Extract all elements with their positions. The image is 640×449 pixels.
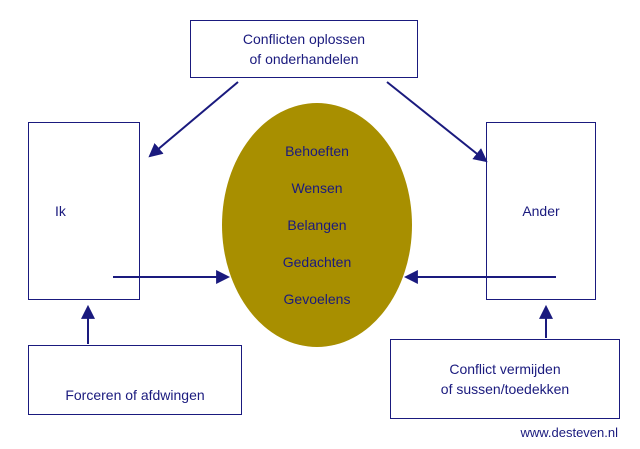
ander-box: Ander [486, 122, 596, 300]
top-box: Conflicten oplossen of onderhandelen [190, 20, 418, 78]
ellipse-item-belangen: Belangen [287, 217, 347, 233]
arrow-top-to-ik [148, 81, 239, 158]
footer-website: www.desteven.nl [520, 425, 618, 440]
center-ellipse: Behoeften Wensen Belangen Gedachten Gevo… [222, 103, 412, 347]
arrow-top-to-ander [386, 81, 488, 163]
ellipse-item-gedachten: Gedachten [282, 254, 352, 270]
bottom-left-box-label: Forceren of afdwingen [65, 386, 205, 403]
bottom-right-box: Conflict vermijden of sussen/toedekken [390, 339, 620, 419]
ellipse-item-gevoelens: Gevoelens [283, 291, 351, 307]
ellipse-item-behoeften: Behoeften [285, 143, 349, 159]
ik-box: Ik [28, 122, 140, 300]
bottom-right-box-line2: of sussen/toedekken [440, 381, 570, 397]
ander-box-label: Ander [522, 202, 560, 219]
bottom-right-box-line1: Conflict vermijden [449, 360, 561, 377]
ik-box-label: Ik [55, 202, 66, 219]
top-box-line2: of onderhandelen [249, 51, 359, 67]
bottom-left-box: Forceren of afdwingen [28, 345, 242, 415]
ellipse-item-wensen: Wensen [291, 180, 343, 196]
top-box-line1: Conflicten oplossen [242, 30, 366, 47]
